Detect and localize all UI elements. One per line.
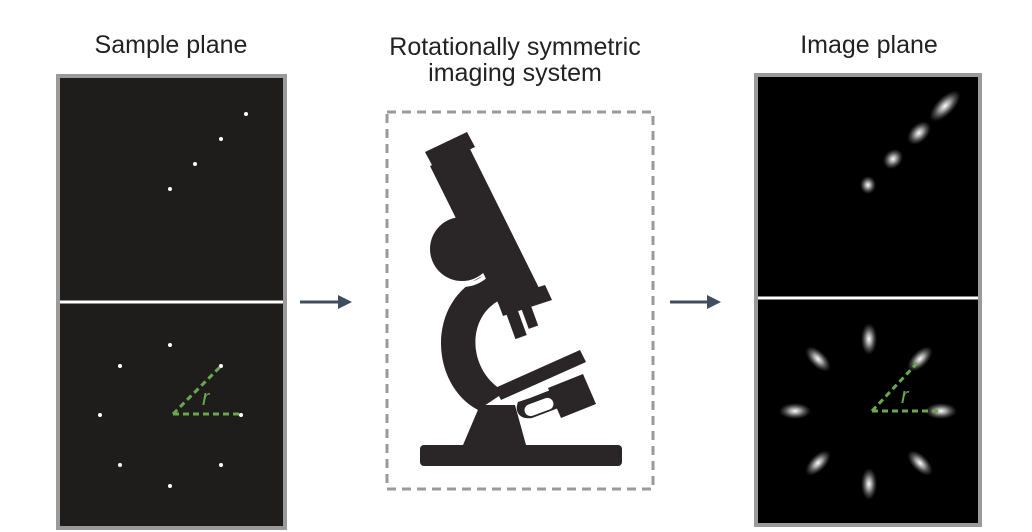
image-radius-diagonal [870,358,922,413]
sample-points-ring [98,343,243,488]
sample-radius-label: r [202,385,211,410]
image-blob [805,450,831,476]
sample-point [219,463,223,467]
image-blob [907,450,933,476]
image-plane-panel: r [754,73,982,527]
sample-radius-diagonal [171,365,222,416]
image-blobs-top [860,90,961,194]
sample-point [118,463,122,467]
sample-point [193,162,197,166]
imaging-system-box [385,110,655,491]
image-plane-frame [754,73,982,527]
image-blob [860,176,876,194]
sample-point [219,364,223,368]
sample-point [118,364,122,368]
sample-radius-lines [171,365,241,416]
image-blob [929,90,961,122]
image-blob [907,121,931,145]
sample-point [239,413,243,417]
imaging-system-title-line2: imaging system [428,59,602,87]
image-blob [779,403,811,419]
image-radius-lines [870,358,940,413]
image-blobs-ring [779,323,957,500]
image-blob [861,323,877,355]
image-blob [882,148,904,170]
sample-point [219,137,223,141]
sample-point [168,187,172,191]
arrow-sample-to-system [300,295,352,309]
sample-plane-panel: r [56,74,287,530]
image-radius-label: r [901,383,910,408]
image-blob [805,346,831,372]
imaging-system-title: Rotationally symmetric imaging system [340,34,690,86]
sample-point [98,413,102,417]
sample-plane-title: Sample plane [94,31,248,59]
imaging-system-title-line1: Rotationally symmetric [389,33,641,61]
sample-point [168,484,172,488]
microscope-icon [420,132,622,466]
image-blob [861,468,877,500]
image-plane-title: Image plane [800,31,938,59]
sample-point [244,112,248,116]
sample-point [168,343,172,347]
arrow-system-to-image [670,295,721,309]
image-blob [925,403,957,419]
sample-points-top [168,112,248,191]
